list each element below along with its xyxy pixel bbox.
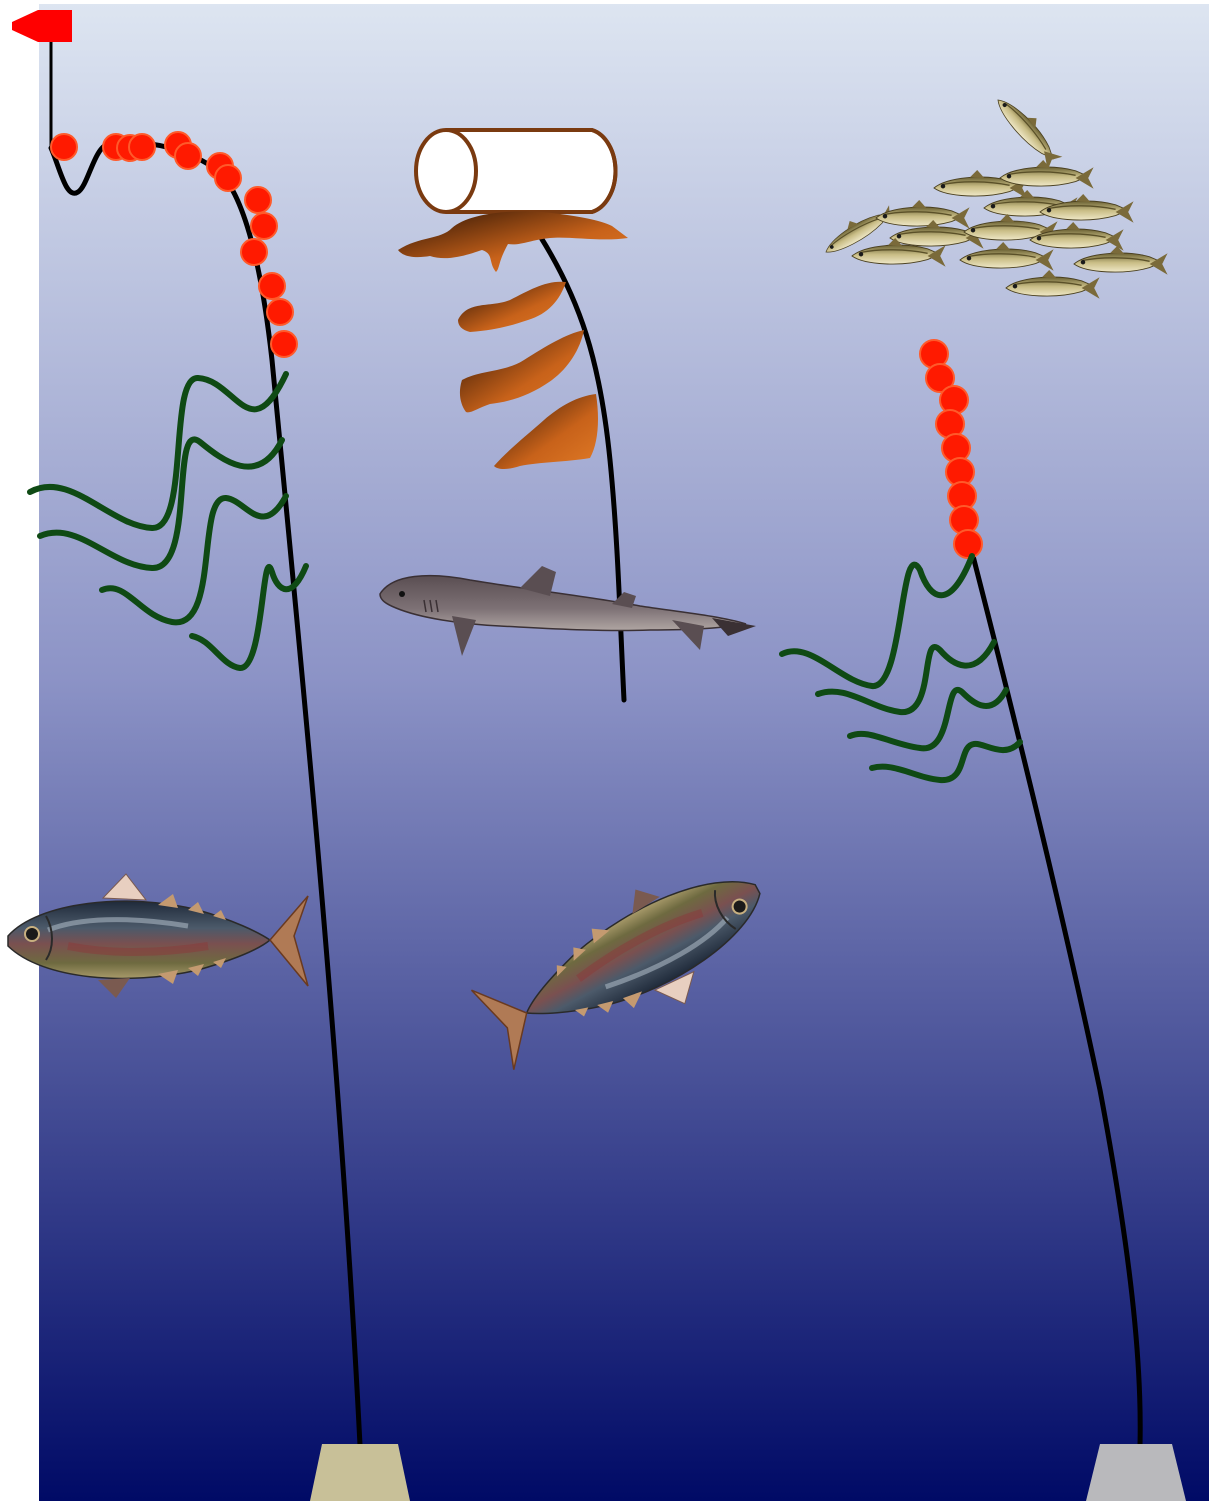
red-float-icon — [245, 187, 271, 213]
red-float-icon — [51, 134, 77, 160]
anchor-block-right — [1086, 1444, 1186, 1501]
red-float-icon — [129, 134, 155, 160]
red-float-icon — [271, 331, 297, 357]
red-float-icon — [215, 165, 241, 191]
red-float-icon — [241, 239, 267, 265]
red-float-icon — [259, 273, 285, 299]
red-float-icon — [175, 143, 201, 169]
red-float-icon — [267, 299, 293, 325]
marker-flag-icon — [12, 10, 72, 42]
cylinder-buoy-icon — [416, 130, 615, 212]
anchor-block-left — [310, 1444, 410, 1501]
red-float-icon — [251, 213, 277, 239]
red-float-icon — [954, 530, 982, 558]
